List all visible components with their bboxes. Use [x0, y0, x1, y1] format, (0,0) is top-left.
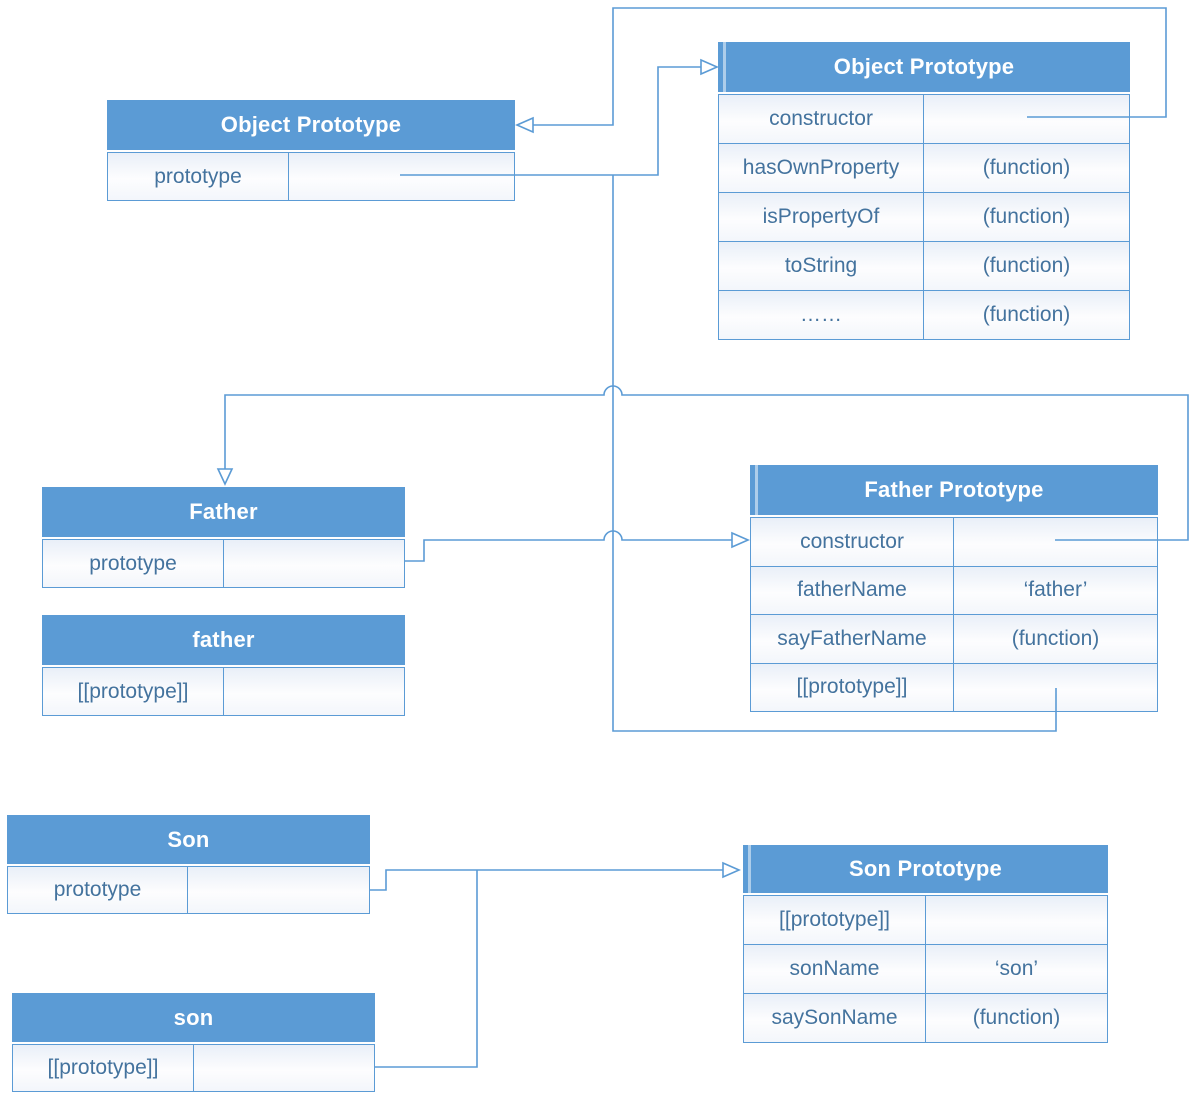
- row-key-cell: hasOwnProperty: [719, 144, 924, 192]
- row-value-cell: [224, 540, 404, 587]
- row-value-cell: ‘son’: [926, 945, 1107, 993]
- table-row: [[prototype]]: [13, 1045, 374, 1091]
- row-key-cell: prototype: [108, 153, 289, 200]
- row-key-cell: [[prototype]]: [744, 896, 926, 944]
- connector-son-instance-prototype: [375, 870, 478, 1068]
- arrowhead-right-icon: [731, 531, 750, 549]
- rows: [[prototype]]: [12, 1044, 375, 1092]
- box-title: Son Prototype: [743, 845, 1108, 893]
- table-row: prototype: [8, 867, 369, 913]
- table-row: hasOwnProperty(function): [719, 143, 1129, 192]
- arrowhead-left-icon: [515, 116, 534, 134]
- row-key-cell: fatherName: [751, 566, 954, 614]
- row-value-cell: [194, 1045, 374, 1091]
- rows: [[prototype]]sonName‘son’saySonName(func…: [743, 895, 1108, 1043]
- box-title: Father Prototype: [750, 465, 1158, 515]
- row-key-cell: sonName: [744, 945, 926, 993]
- row-key-cell: constructor: [751, 518, 954, 566]
- arrowhead-down-icon: [216, 468, 234, 486]
- table-row: fatherName‘father’: [751, 565, 1157, 614]
- rows: [[prototype]]: [42, 667, 405, 716]
- table-row: prototype: [43, 540, 404, 587]
- row-value-cell: (function): [926, 994, 1107, 1042]
- row-value-cell: (function): [924, 193, 1129, 241]
- box-title: Object Prototype: [107, 100, 515, 150]
- row-value-cell: [188, 867, 369, 913]
- table-row: prototype: [108, 153, 514, 200]
- row-value-cell: (function): [924, 291, 1129, 339]
- row-key-cell: prototype: [43, 540, 224, 587]
- table-row: [[prototype]]: [751, 662, 1157, 711]
- row-key-cell: constructor: [719, 95, 924, 143]
- table-row: constructor: [751, 518, 1157, 566]
- connector-son-prototype-to-sonproto: [370, 869, 723, 891]
- rows: prototype: [7, 866, 370, 914]
- arrowhead-right-icon: [722, 861, 741, 879]
- row-key-cell: toString: [719, 242, 924, 290]
- box-title: Son: [7, 815, 370, 864]
- row-value-cell: [954, 518, 1157, 566]
- table-row: toString(function): [719, 241, 1129, 290]
- box-title: Father: [42, 487, 405, 537]
- row-value-cell: [954, 663, 1157, 711]
- son-instance-box: son[[prototype]]: [12, 993, 375, 1092]
- table-row: saySonName(function): [744, 993, 1107, 1042]
- row-key-cell: [[prototype]]: [13, 1045, 194, 1091]
- table-row: sonName‘son’: [744, 944, 1107, 993]
- connector-father-prototype-to-fatherproto: [405, 530, 732, 562]
- row-value-cell: [224, 668, 404, 715]
- table-row: sayFatherName(function): [751, 614, 1157, 663]
- rows: prototype: [107, 152, 515, 201]
- son-prototype-box: Son Prototype[[prototype]]sonName‘son’sa…: [743, 845, 1108, 1043]
- row-key-cell: prototype: [8, 867, 188, 913]
- table-row: constructor: [719, 95, 1129, 143]
- row-key-cell: sayFatherName: [751, 615, 954, 663]
- row-key-cell: ……: [719, 291, 924, 339]
- box-title: Object Prototype: [718, 42, 1130, 92]
- table-row: [[prototype]]: [43, 668, 404, 715]
- table-row: [[prototype]]: [744, 896, 1107, 944]
- row-value-cell: ‘father’: [954, 566, 1157, 614]
- row-value-cell: (function): [954, 615, 1157, 663]
- row-value-cell: [289, 153, 514, 200]
- row-value-cell: (function): [924, 242, 1129, 290]
- row-key-cell: isPropertyOf: [719, 193, 924, 241]
- box-title: son: [12, 993, 375, 1042]
- rows: prototype: [42, 539, 405, 588]
- row-value-cell: (function): [924, 144, 1129, 192]
- arrowhead-right-icon: [700, 58, 719, 76]
- row-key-cell: saySonName: [744, 994, 926, 1042]
- row-value-cell: [924, 95, 1129, 143]
- row-key-cell: [[prototype]]: [43, 668, 224, 715]
- row-value-cell: [926, 896, 1107, 944]
- table-row: ……(function): [719, 290, 1129, 339]
- table-row: isPropertyOf(function): [719, 192, 1129, 241]
- row-key-cell: [[prototype]]: [751, 663, 954, 711]
- box-title: father: [42, 615, 405, 665]
- father-instance-box: father[[prototype]]: [42, 615, 405, 716]
